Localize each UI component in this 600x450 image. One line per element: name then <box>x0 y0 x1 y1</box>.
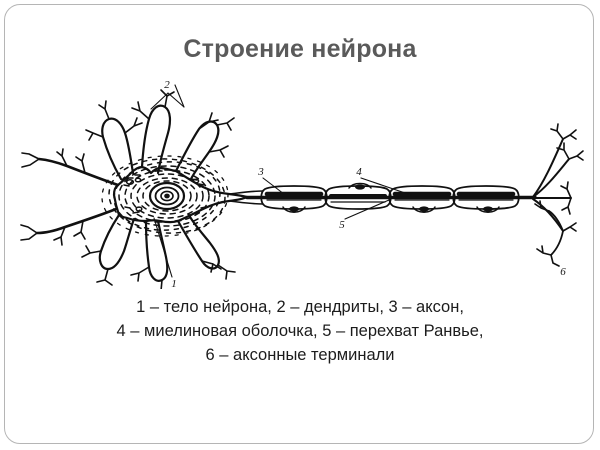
label-4: 4 <box>356 166 362 178</box>
label-5: 5 <box>339 219 345 231</box>
label-3: 3 <box>257 166 264 178</box>
label-6: 6 <box>560 266 566 278</box>
dendrites-group <box>20 89 236 296</box>
label-2: 2 <box>164 81 170 91</box>
caption-line-3: 6 – аксонные терминали <box>205 346 395 364</box>
caption-line-1: 1 – тело нейрона, 2 – дендриты, 3 – аксо… <box>136 298 464 316</box>
neuron-structure-diagram: 2 1 3 4 5 6 <box>15 79 585 296</box>
myelin-segment <box>452 185 520 213</box>
myelin-segment <box>260 185 328 213</box>
nucleus <box>148 181 186 211</box>
nissl-texture <box>101 155 229 237</box>
leader-lines <box>150 84 412 278</box>
caption-line-2: 4 – миелиновая оболочка, 5 – перехват Ра… <box>116 322 484 340</box>
page-title: Строение нейрона <box>183 35 417 63</box>
slide-card: Строение нейрона <box>4 4 594 444</box>
figure-caption: 1 – тело нейрона, 2 – дендриты, 3 – аксо… <box>5 295 595 367</box>
diagram-number-labels: 2 1 3 4 5 6 <box>164 79 566 290</box>
axon-terminals-group <box>532 123 584 267</box>
myelin-sheath-group <box>260 182 520 213</box>
myelin-segment <box>324 182 392 210</box>
myelin-segment <box>388 185 456 213</box>
label-1: 1 <box>171 278 177 289</box>
nucleolus <box>164 193 170 199</box>
axon-hillock <box>228 190 264 205</box>
